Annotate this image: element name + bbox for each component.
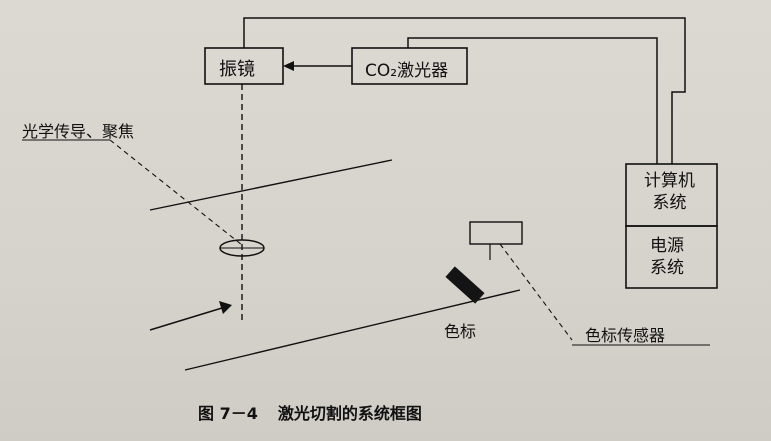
computer-to-mirror-line (243, 17, 686, 164)
power-label: 电源 系统 (650, 236, 684, 278)
mark-label: 色标 (444, 322, 477, 341)
laser-to-mirror-arrowhead (283, 61, 294, 71)
figure-caption: 图 7－4 激光切割的系统框图 (198, 400, 422, 424)
optics-label: 光学传导、聚焦 (22, 122, 135, 141)
material-lower-line (184, 289, 521, 371)
feed-direction-line (149, 307, 223, 331)
figure-title: 激光切割的系统框图 (277, 404, 422, 423)
mark-sensor-label: 色标传感器 (585, 326, 666, 345)
figure-number: 图 7－4 (198, 404, 258, 423)
mirror-label: 振镜 (219, 59, 255, 80)
computer-label: 计算机 系统 (644, 171, 695, 213)
color-mark (445, 266, 485, 304)
mark-sensor-box (469, 221, 523, 245)
material-upper-line (149, 159, 393, 211)
optics-leader-line (109, 139, 243, 246)
feed-direction-arrowhead (219, 301, 232, 314)
power-box (625, 225, 718, 289)
computer-to-laser-line (407, 37, 658, 164)
sensor-leader-line (499, 243, 573, 341)
laser-label: CO₂激光器 (365, 61, 449, 81)
